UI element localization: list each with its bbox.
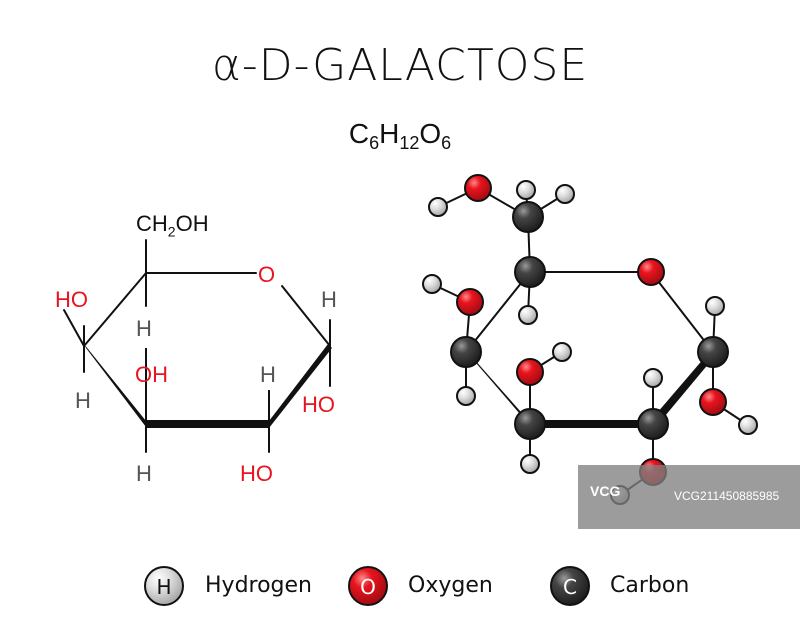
oxygen-atom [699,388,727,416]
watermark-overlay: VCG VCG21145088598​5 [578,465,800,529]
hydrogen-atom [456,386,476,406]
hydrogen-atom [552,342,572,362]
carbon-atom [637,408,669,440]
hydrogen-atom [738,415,758,435]
hydrogen-atom [428,197,448,217]
oxygen-atom [637,258,665,286]
oxygen-atom [456,288,484,316]
hydrogen-atom [555,184,575,204]
legend-oxygen-label: Oxygen [408,573,493,598]
carbon-atom [450,336,482,368]
hydrogen-atom [518,305,538,325]
ch2oh-label: CH2OH [136,211,209,240]
hydrogen-atom [643,368,663,388]
oxygen-atom [464,174,492,202]
diagram-title: α-D-GALACTOSE [211,40,589,91]
hydrogen-atom [516,180,536,200]
molecular-formula: C6H12O6 [348,118,452,153]
ring-bond-c5-c4 [83,272,147,347]
h-c3-label: H [136,461,152,486]
carbon-atom [514,408,546,440]
front-bond-c2-c1 [651,350,715,428]
carbon-atom [512,201,544,233]
ho-c4-label: HO [55,287,88,312]
front-bond-c4-c3 [84,344,146,427]
front-bond-c3-c2 [530,420,653,428]
legend-carbon-label: Carbon [610,573,690,598]
h-c4-label: H [75,388,91,413]
legend-carbon-icon [550,566,590,606]
front-bond-c4-c3 [466,350,532,428]
oxygen-atom [516,358,544,386]
ring-oxygen-label: O [258,262,276,287]
watermark-logo: VCG [590,483,621,499]
legend-hydrogen-icon [144,566,184,606]
hydrogen-atom [705,296,725,316]
h-c5-label: H [136,316,152,341]
oh-c2-label: HO [240,461,273,486]
legend-hydrogen-symbol: H [156,575,171,599]
ho-c1-label: HO [302,392,335,417]
h-c1-label: H [321,287,337,312]
carbon-atom [697,336,729,368]
watermark-text: VCG21145088598​5 [674,489,780,503]
bond-c5-c4 [465,271,531,353]
c4-ho-bond [63,309,85,347]
h-c2-label: H [260,362,276,387]
front-bond-c3-c2 [146,420,269,428]
legend-oxygen-symbol: O [360,575,376,599]
bond-o5-c1 [650,271,714,353]
legend-hydrogen-label: Hydrogen [205,573,312,598]
ring-bond-o-c1 [281,285,331,347]
legend-oxygen-icon [348,566,388,606]
hydrogen-atom [422,274,442,294]
oh-c3-label: OH [135,362,168,387]
carbon-atom [514,256,546,288]
hydrogen-atom [520,454,540,474]
front-bond-c2-c1 [269,344,332,428]
legend-carbon-symbol: C [563,575,577,599]
